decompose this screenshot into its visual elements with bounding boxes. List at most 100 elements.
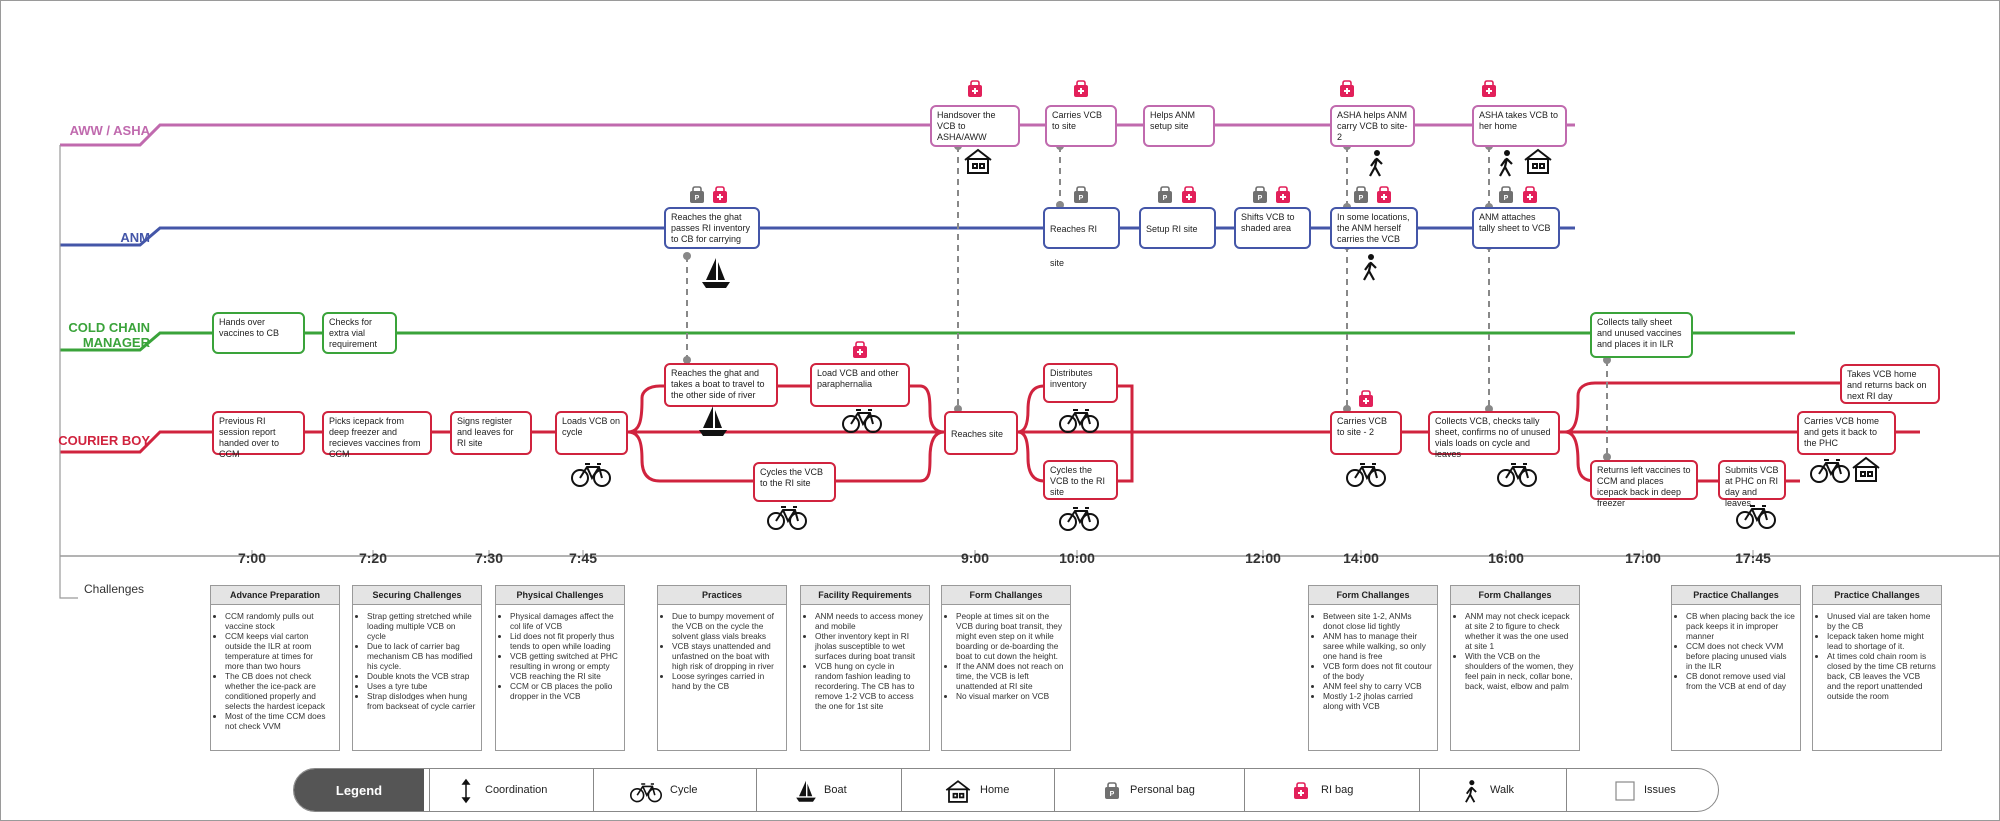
time-label: 17:00 [1625, 550, 1661, 566]
cb-box-reaches-site: Reaches site [944, 411, 1018, 455]
anm-box-some-locations: In some locations, the ANM herself carri… [1330, 207, 1418, 249]
cb-box-picks: Picks icepack from deep freezer and reci… [322, 411, 432, 459]
challenge-item: With the VCB on the shoulders of the wom… [1465, 651, 1574, 691]
anm-box-shifts: Shifts VCB to shaded area [1234, 207, 1311, 249]
legend-title: Legend [294, 769, 424, 811]
time-label: 7:20 [358, 550, 388, 566]
challenge-title: Practice Challanges [1672, 586, 1800, 605]
legend-label-coordination: Coordination [485, 784, 548, 796]
challenge-item: Most of the time CCM does not check VVM [225, 711, 334, 731]
coordination-lines [686, 146, 1608, 457]
cb-branch-end-top [1564, 381, 1840, 434]
challenge-column: Physical Challenges Physical damages aff… [495, 585, 625, 751]
challenge-title: Physical Challenges [496, 586, 624, 605]
cb-box-cycles-1: Cycles the VCB to the RI site [753, 462, 836, 502]
challenge-title: Form Challanges [942, 586, 1070, 605]
lane-label-asha: AWW / ASHA [69, 123, 150, 138]
challenge-item: Double knots the VCB strap [367, 671, 476, 681]
challenge-list: Unused vial are taken home by the CB Ice… [1813, 611, 1941, 701]
cb-box-returns: Returns left vaccines to CCM and places … [1590, 460, 1698, 508]
coordination-dot [683, 252, 691, 260]
legend-separator [756, 769, 757, 811]
challenge-column: Advance Preparation CCM randomly pulls o… [210, 585, 340, 751]
challenge-item: VCB stays unattended and unfastned on th… [672, 641, 781, 671]
challenge-item: Between site 1-2, ANMs donot close lid t… [1323, 611, 1432, 631]
challenge-item: Strap getting stretched while loading mu… [367, 611, 476, 641]
cb-box-cycles-2: Cycles the VCB to the RI site [1043, 460, 1118, 500]
asha-box-carries: Carries VCB to site [1045, 105, 1117, 147]
legend-separator [1566, 769, 1567, 811]
ccm-box-checks: Checks for extra vial requirement [322, 312, 397, 354]
challenge-list: CCM randomly pulls out vaccine stock CCM… [211, 611, 339, 731]
challenge-list: ANM may not check icepack at site 2 to f… [1451, 611, 1579, 691]
legend-label-personal-bag: Personal bag [1130, 784, 1195, 796]
challenge-item: CCM keeps vial carton outside the ILR at… [225, 631, 334, 671]
asha-box-helps-carry: ASHA helps ANM carry VCB to site-2 [1330, 105, 1415, 147]
cb-branch-end-bottom [1564, 430, 1800, 483]
challenge-item: Other inventory kept in RI jholas suscep… [815, 631, 924, 661]
challenge-column: Form Challanges Between site 1-2, ANMs d… [1308, 585, 1438, 751]
cb-branch-cycle [1017, 430, 1134, 483]
challenge-item: ANM feel shy to carry VCB [1323, 681, 1432, 691]
time-label: 7:30 [474, 550, 504, 566]
legend-separator [1244, 769, 1245, 811]
challenge-list: Strap getting stretched while loading mu… [353, 611, 481, 711]
asha-box-takes-home: ASHA takes VCB to her home [1472, 105, 1567, 147]
challenge-title: Practices [658, 586, 786, 605]
legend-separator [901, 769, 902, 811]
legend-separator [593, 769, 594, 811]
legend: Legend P [293, 768, 1719, 812]
challenge-item: Loose syringes carried in hand by the CB [672, 671, 781, 691]
legend-label-ri-bag: RI bag [1321, 784, 1354, 796]
challenge-item: ANM needs to access money and mobile [815, 611, 924, 631]
cb-box-loads: Loads VCB on cycle [555, 411, 628, 455]
legend-label-walk: Walk [1490, 784, 1515, 796]
challenges-label: Challenges [84, 582, 145, 596]
legend-icons: P [461, 778, 1635, 804]
cb-box-signs: Signs register and leaves for RI site [450, 411, 532, 455]
challenge-item: At times cold chain room is closed by th… [1827, 651, 1936, 701]
challenge-item: CCM does not check VVM before placing un… [1686, 641, 1795, 671]
challenge-item: Physical damages affect the col life of … [510, 611, 619, 631]
time-label: 7:45 [568, 550, 598, 566]
challenge-item: Strap dislodges when hung from backseat … [367, 691, 476, 711]
challenge-title: Facility Requirements [801, 586, 929, 605]
home-icon [945, 780, 971, 803]
challenge-list: Physical damages affect the col life of … [496, 611, 624, 701]
challenge-column: Securing Challenges Strap getting stretc… [352, 585, 482, 751]
challenge-item: VCB hung on cycle in random fashion lead… [815, 661, 924, 711]
cb-box-previous: Previous RI session report handed over t… [212, 411, 305, 459]
cb-branch-river [627, 384, 945, 434]
cb-box-takes-home: Takes VCB home and returns back on next … [1840, 364, 1940, 404]
challenge-item: VCB form does not fit coutour of the bod… [1323, 661, 1432, 681]
svg-text:P: P [1110, 791, 1115, 798]
legend-separator [1054, 769, 1055, 811]
coordination-dot [1603, 356, 1611, 364]
challenge-title: Securing Challenges [353, 586, 481, 605]
ccm-box-hands-over: Hands over vaccines to CB [212, 312, 305, 354]
lane-label-anm: ANM [120, 230, 150, 245]
cb-branch-distribute [1017, 384, 1134, 434]
time-label: 12:00 [1245, 550, 1281, 566]
challenge-column: Form Challanges ANM may not check icepac… [1450, 585, 1580, 751]
time-label: 9:00 [960, 550, 990, 566]
challenge-column: Facility Requirements ANM needs to acces… [800, 585, 930, 751]
challenge-item: The CB does not check whether the ice-pa… [225, 671, 334, 711]
legend-label-boat: Boat [824, 784, 847, 796]
challenge-list: People at times sit on the VCB during bo… [942, 611, 1070, 701]
challenge-item: People at times sit on the VCB during bo… [956, 611, 1065, 661]
challenge-list: CB when placing back the ice pack keeps … [1672, 611, 1800, 691]
challenge-item: Icepack taken home might lead to shortag… [1827, 631, 1936, 651]
cb-box-load-other: Load VCB and other paraphernalia [810, 363, 910, 407]
challenge-title: Advance Preparation [211, 586, 339, 605]
challenge-item: CCM randomly pulls out vaccine stock [225, 611, 334, 631]
time-label: 7:00 [237, 550, 267, 566]
ccm-lane-line [60, 331, 1795, 352]
cb-box-distributes: Distributes inventory [1043, 363, 1118, 403]
challenge-item: VCB getting switched at PHC resulting in… [510, 651, 619, 681]
challenge-title: Form Challanges [1451, 586, 1579, 605]
cycle-icon [629, 783, 663, 803]
challenge-column: Practices Due to bumpy movement of the V… [657, 585, 787, 751]
challenge-item: Mostly 1-2 jholas carried along with VCB [1323, 691, 1432, 711]
legend-label-cycle: Cycle [670, 784, 698, 796]
